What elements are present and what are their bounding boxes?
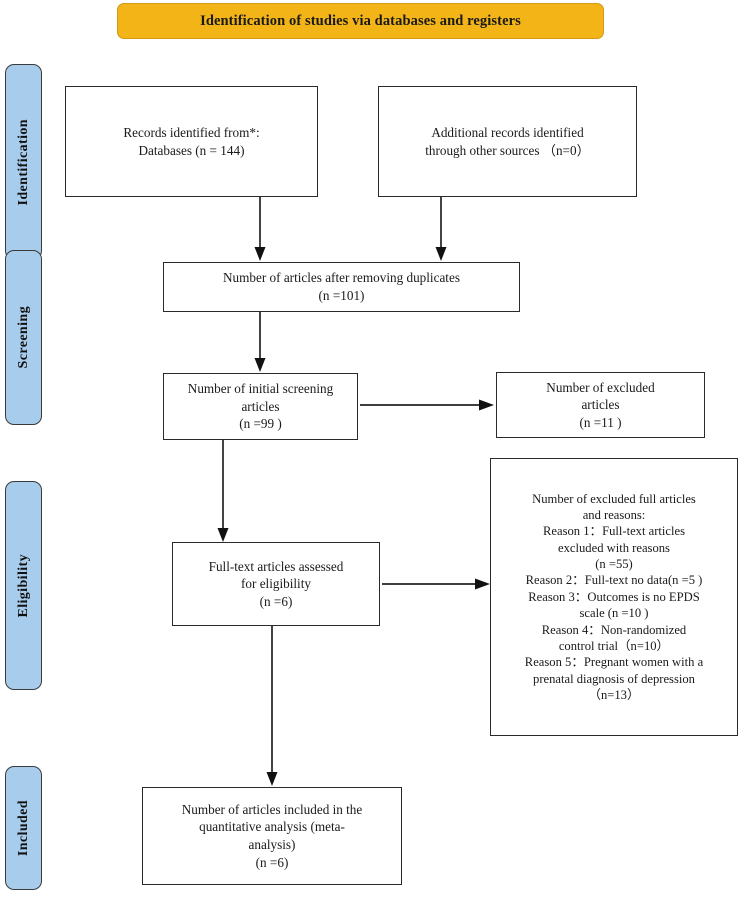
- fulltext-assessed-box: Full-text articles assessed for eligibil…: [172, 542, 380, 626]
- excluded-articles-box: Number of excluded articles (n =11 ): [496, 372, 705, 438]
- arrow-records-to-duplicates: [252, 197, 268, 263]
- additional-records-text: Additional records identified through ot…: [425, 124, 590, 158]
- stage-tab-eligibility-label: Eligibility: [15, 553, 31, 618]
- stage-tab-eligibility: Eligibility: [5, 481, 42, 690]
- excluded-full-articles-reasons-box: Number of excluded full articles and rea…: [490, 458, 738, 736]
- banner-identification-header: Identification of studies via databases …: [117, 3, 604, 39]
- fulltext-assessed-text: Full-text articles assessed for eligibil…: [208, 558, 344, 609]
- arrow-fulltext-to-reasons: [382, 577, 492, 591]
- arrow-screening-to-fulltext: [215, 440, 231, 544]
- stage-tab-included: Included: [5, 766, 42, 890]
- stage-tab-screening-label: Screening: [15, 306, 31, 369]
- stage-tab-screening: Screening: [5, 250, 42, 425]
- included-articles-text: Number of articles included in the quant…: [181, 801, 363, 870]
- excluded-full-articles-reasons-text: Number of excluded full articles and rea…: [524, 491, 704, 702]
- stage-tab-identification-label: Identification: [15, 118, 31, 206]
- initial-screening-box: Number of initial screening articles (n …: [163, 373, 358, 440]
- arrow-screening-to-excluded: [360, 398, 496, 412]
- initial-screening-text: Number of initial screening articles (n …: [187, 381, 334, 432]
- after-duplicates-box: Number of articles after removing duplic…: [163, 262, 520, 312]
- records-identified-text: Records identified from*: Databases (n =…: [123, 124, 260, 158]
- additional-records-box: Additional records identified through ot…: [378, 86, 637, 197]
- included-articles-box: Number of articles included in the quant…: [142, 787, 402, 885]
- arrow-fulltext-to-included: [264, 626, 280, 788]
- arrow-duplicates-to-screening: [252, 312, 268, 374]
- records-identified-box: Records identified from*: Databases (n =…: [65, 86, 318, 197]
- banner-title: Identification of studies via databases …: [200, 12, 521, 29]
- after-duplicates-text: Number of articles after removing duplic…: [223, 270, 460, 303]
- stage-tab-identification: Identification: [5, 64, 42, 260]
- arrow-additional-to-duplicates: [433, 197, 449, 263]
- stage-tab-included-label: Included: [15, 799, 31, 857]
- excluded-articles-text: Number of excluded articles (n =11 ): [546, 379, 655, 430]
